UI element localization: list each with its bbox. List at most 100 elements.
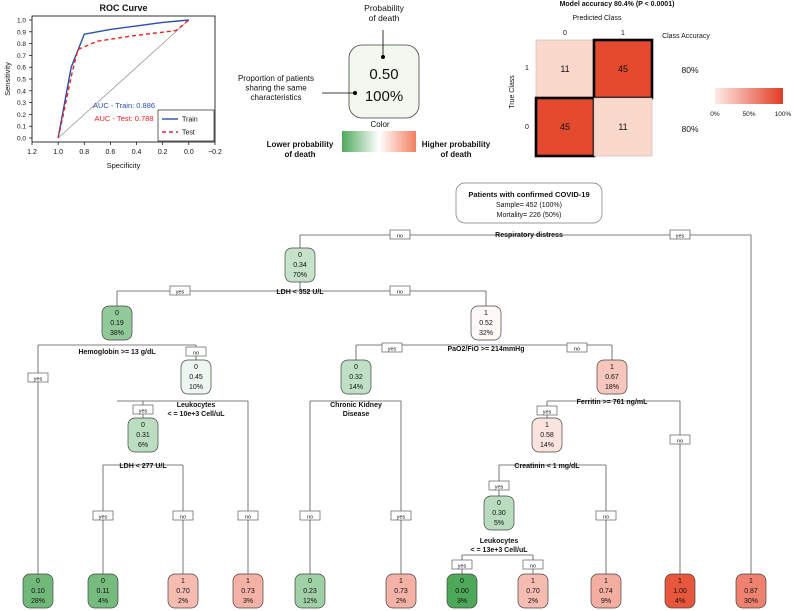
edge-tag-box [595, 510, 617, 521]
node-percent: 4% [98, 598, 108, 605]
node-class: 1 [604, 578, 608, 585]
cm-scale-tick-label: 100% [775, 111, 792, 118]
node-probability: 0.23 [303, 588, 317, 595]
node-class: 0 [308, 578, 312, 585]
roc-auc-test: AUC - Test: 0.788 [94, 114, 153, 123]
node-probability: 0.67 [605, 374, 619, 381]
node-class: 1 [181, 578, 185, 585]
node-class: 1 [545, 422, 549, 429]
roc-legend-train: Train [182, 117, 198, 124]
node-class: 0 [101, 578, 105, 585]
leaf-node [590, 573, 622, 609]
leaf-node [167, 573, 199, 609]
node-probability: 0.73 [394, 588, 408, 595]
edge-tag-box [522, 559, 544, 570]
roc-y-tick-label: 0.3 [17, 100, 26, 107]
node-probability: 0.73 [241, 588, 255, 595]
node-class: 0 [460, 578, 464, 585]
edge-tag-yes: yes [397, 515, 406, 521]
edge-tag-box [389, 285, 411, 296]
edge-tag-no: no [307, 515, 313, 521]
edge-tag-box [566, 342, 588, 353]
edge-tag-no: no [603, 515, 609, 521]
cm-row-accuracy-0: 80% [681, 124, 698, 134]
edge-tag-box [27, 372, 49, 383]
split-label: Leukocytes< = 10e+3 Cell/uL [167, 402, 225, 418]
node-percent: 5% [494, 520, 504, 527]
split-label: Respiratory distress [495, 232, 563, 239]
cm-pred-tick-0: 0 [563, 30, 567, 37]
roc-y-axis-label: Sensitivity [3, 62, 12, 96]
roc-y-tick-label: 0.7 [17, 53, 26, 60]
tree-nodes: Patients with confirmed COVID-19Sample= … [22, 182, 767, 609]
node-class: 1 [484, 310, 488, 317]
node-probability: 0.10 [31, 588, 45, 595]
tree-node [180, 359, 212, 395]
root-node-box [455, 182, 603, 224]
node-percent: 14% [349, 384, 363, 391]
roc-y-tick-label: 1.0 [17, 18, 26, 25]
node-class: 0 [194, 364, 198, 371]
tree-node [470, 305, 502, 341]
edge-tag-no: no [677, 439, 683, 445]
tree-node [284, 247, 316, 283]
edge-tag-box [488, 480, 510, 491]
cm-title: Model accuracy 80.4% (P < 0.0001) [560, 1, 675, 8]
roc-y-tick-label: 0.1 [17, 124, 26, 131]
node-percent: 4% [675, 598, 685, 605]
node-class: 0 [141, 422, 145, 429]
node-probability: 0.32 [349, 374, 363, 381]
node-class: 1 [399, 578, 403, 585]
leaf-node [517, 573, 549, 609]
roc-x-tick-label: −0.2 [208, 149, 222, 156]
node-percent: 2% [396, 598, 406, 605]
cm-cell-value: 45 [560, 122, 570, 132]
roc-x-axis-label: Specificity [107, 161, 141, 170]
node-percent: 6% [138, 442, 148, 449]
root-title: Patients with confirmed COVID-19 [468, 190, 589, 199]
edge-tag-box [172, 510, 194, 521]
edge-tag-box [132, 404, 154, 415]
edge-tag-box [669, 229, 691, 240]
leaf-node [22, 573, 54, 609]
node-probability: 0.58 [540, 432, 554, 439]
node-probability: 0.11 [96, 588, 109, 595]
node-class: 1 [749, 578, 753, 585]
leaf-node [294, 573, 326, 609]
leaf-node [87, 573, 119, 609]
edge-tag-yes: yes [388, 347, 397, 353]
node-probability: 0.45 [189, 374, 203, 381]
cm-true-class-label: True Class [509, 75, 516, 109]
split-label: Ferritin >= 761 ng/mL [577, 399, 649, 406]
node-percent: 3% [457, 598, 467, 605]
node-percent: 70% [293, 272, 307, 279]
cm-scale-gradient [715, 88, 783, 104]
node-probability: 0.30 [492, 510, 506, 517]
edge-tag-box [669, 434, 691, 445]
edge-tag-box [451, 559, 473, 570]
cm-pred-tick-1: 1 [621, 30, 625, 37]
node-class: 0 [36, 578, 40, 585]
split-label: Leukocytes< = 13e+3 Cell/uL [470, 538, 528, 554]
node-probability: 0.70 [526, 588, 540, 595]
key-value-probability: 0.50 [369, 66, 398, 83]
roc-auc-train: AUC - Train: 0.886 [93, 101, 155, 110]
edge-tag-no: no [397, 234, 403, 240]
roc-y-tick-label: 0.5 [17, 77, 26, 84]
node-percent: 2% [528, 598, 538, 605]
leaf-node [385, 573, 417, 609]
tree-node [101, 305, 133, 341]
roc-x-tick-label: 1.0 [53, 149, 63, 156]
edge-tag-no: no [397, 290, 403, 296]
roc-series-train [57, 19, 189, 139]
node-percent: 14% [540, 442, 554, 449]
node-class: 0 [497, 500, 501, 507]
cm-true-tick-0: 0 [525, 124, 529, 131]
node-percent: 32% [479, 330, 493, 337]
tree-node [531, 417, 563, 453]
